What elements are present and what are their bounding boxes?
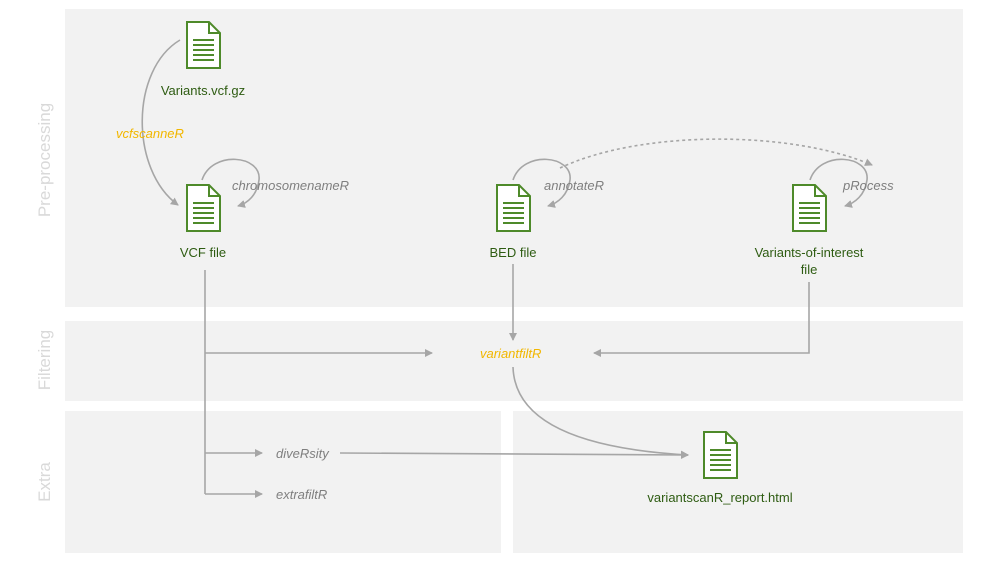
flow-connectors xyxy=(141,39,873,498)
tool-label-extrafilt: extrafiltR xyxy=(276,487,328,502)
arrow-variantfilt-to-report xyxy=(512,366,689,459)
document-icon-variants-of-interest xyxy=(792,184,827,232)
tool-label-process: pRocess xyxy=(843,178,894,193)
tool-label-annotate: annotateR xyxy=(544,178,604,193)
tool-label-diversity: diveRsity xyxy=(276,446,329,461)
extra-panel-left xyxy=(65,411,501,553)
document-icon-report xyxy=(703,431,738,479)
file-label-variants-of-interest-line1: Variants-of-interest xyxy=(754,245,864,260)
document-icon-bed-file xyxy=(496,184,531,232)
loop-annotate xyxy=(512,158,571,208)
extra-panel-right xyxy=(513,411,963,553)
dashed-annotate-to-process xyxy=(559,138,873,169)
file-label-variants-vcf: Variants.vcf.gz xyxy=(160,83,246,98)
document-icon-vcf-file xyxy=(186,184,221,232)
arrow-voi-to-variantfilt xyxy=(593,282,810,357)
loop-chromosomename xyxy=(201,158,260,208)
file-label-variants-of-interest-line2: file xyxy=(800,262,818,277)
file-label-vcf-file: VCF file xyxy=(179,245,227,260)
document-icon-variants-vcf xyxy=(186,21,221,69)
tool-label-vcfscanner: vcfscanneR xyxy=(116,126,184,141)
tool-label-variantfilt: variantfiltR xyxy=(480,346,542,361)
arrow-diversity-to-report xyxy=(339,450,689,459)
file-label-bed-file: BED file xyxy=(489,245,537,260)
loop-process xyxy=(809,158,868,208)
arrow-vcfscanner xyxy=(141,39,181,206)
file-label-report: variantscanR_report.html xyxy=(647,490,793,505)
tool-label-chromosomename: chromosomenameR xyxy=(232,178,350,193)
